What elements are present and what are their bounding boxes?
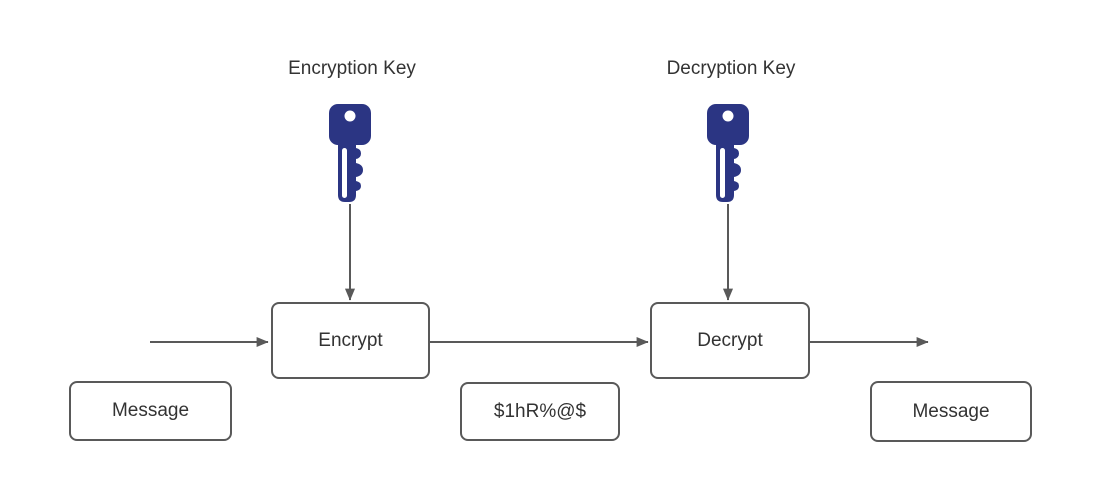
message-output-label: Message xyxy=(912,400,990,422)
decrypt-box: Decrypt xyxy=(650,302,810,379)
message-input-box: Message xyxy=(69,381,232,441)
decrypt-box-label: Decrypt xyxy=(697,329,763,351)
message-input-label: Message xyxy=(111,400,190,421)
encryption-key-label: Encryption Key xyxy=(288,58,416,79)
encrypt-box: Encrypt xyxy=(271,302,430,379)
decryption-key-label: Decryption Key xyxy=(666,58,796,79)
encrypt-box-label: Encrypt xyxy=(318,329,383,351)
encryption-key-icon xyxy=(329,104,371,202)
decryption-key-icon xyxy=(707,104,749,202)
ciphertext-box: $1hR%@$ xyxy=(460,382,620,441)
message-output-box: Message xyxy=(870,381,1032,442)
ciphertext-label: $1hR%@$ xyxy=(493,400,587,422)
